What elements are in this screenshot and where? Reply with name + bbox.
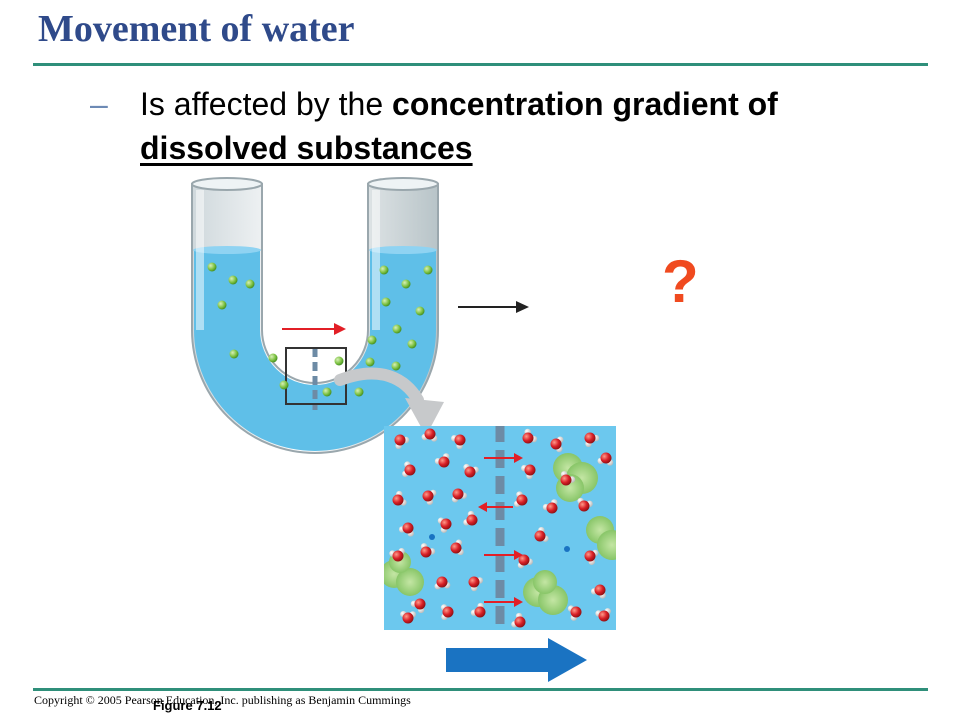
- water-molecule: [398, 522, 414, 537]
- zoom-panel: [384, 426, 616, 630]
- water-molecule: [420, 543, 436, 558]
- title-divider: [33, 63, 928, 66]
- water-molecule: [517, 554, 533, 569]
- solute-blob: [586, 516, 616, 560]
- water-molecule: [514, 491, 528, 507]
- water-molecule: [400, 610, 417, 624]
- water-molecule: [584, 432, 600, 448]
- water-molecule: [450, 539, 464, 556]
- water-molecule: [534, 526, 549, 542]
- solute-blob: [384, 551, 424, 596]
- bullet-dash: –: [90, 86, 108, 122]
- water-molecule: [451, 434, 466, 450]
- water-molecule: [521, 464, 536, 480]
- water-molecule: [410, 598, 426, 614]
- footer-divider: [33, 688, 928, 691]
- water-molecule: [567, 605, 582, 621]
- water-molecule: [389, 548, 405, 562]
- u-tube: [191, 177, 439, 454]
- water-molecule: [434, 453, 450, 468]
- water-molecule: [422, 489, 437, 505]
- slide-title: Movement of water: [38, 8, 355, 50]
- water-molecule: [440, 604, 454, 621]
- result-arrow: [458, 301, 529, 313]
- water-molecule: [577, 497, 593, 512]
- water-molecule: [402, 461, 416, 477]
- water-molecule: [542, 499, 558, 514]
- net-flow-arrow: [446, 638, 587, 682]
- solute-blob: [553, 453, 598, 502]
- water-molecule: [522, 428, 538, 444]
- water-molecule: [392, 490, 407, 506]
- water-molecule: [394, 434, 410, 450]
- u-tube-solutes: [207, 262, 433, 397]
- zoom-arrow: [334, 367, 444, 436]
- water-molecule: [451, 488, 467, 503]
- bullet-bold-line2: dissolved substances: [140, 130, 473, 166]
- red-flow-arrow: [282, 323, 346, 335]
- water-molecule: [470, 602, 486, 618]
- water-molecule: [550, 436, 564, 453]
- bullet-bold-line1: concentration gradient of: [392, 86, 778, 122]
- figure-label: Figure 7.12: [153, 698, 222, 713]
- water-molecule: [463, 510, 478, 526]
- water-molecule: [595, 608, 611, 622]
- bullet-text: Is affected by the concentration gradien…: [140, 82, 900, 170]
- water-molecule: [434, 576, 451, 590]
- water-molecule: [468, 576, 483, 592]
- water-molecules: [389, 428, 614, 628]
- water-molecule: [421, 428, 438, 442]
- water-molecule: [590, 584, 606, 599]
- water-molecule: [560, 471, 576, 486]
- water-flow-arrows: [478, 453, 523, 607]
- solute-blob: [523, 570, 568, 615]
- question-mark: ?: [662, 248, 699, 315]
- water-molecule: [584, 549, 599, 565]
- water-molecule: [437, 517, 452, 533]
- water-molecule: [463, 463, 479, 478]
- water-molecule: [597, 452, 614, 466]
- water-molecule: [511, 612, 526, 628]
- copyright-text: Copyright © 2005 Pearson Education, Inc.…: [34, 693, 411, 707]
- bullet-plain-text: Is affected by the: [140, 86, 393, 122]
